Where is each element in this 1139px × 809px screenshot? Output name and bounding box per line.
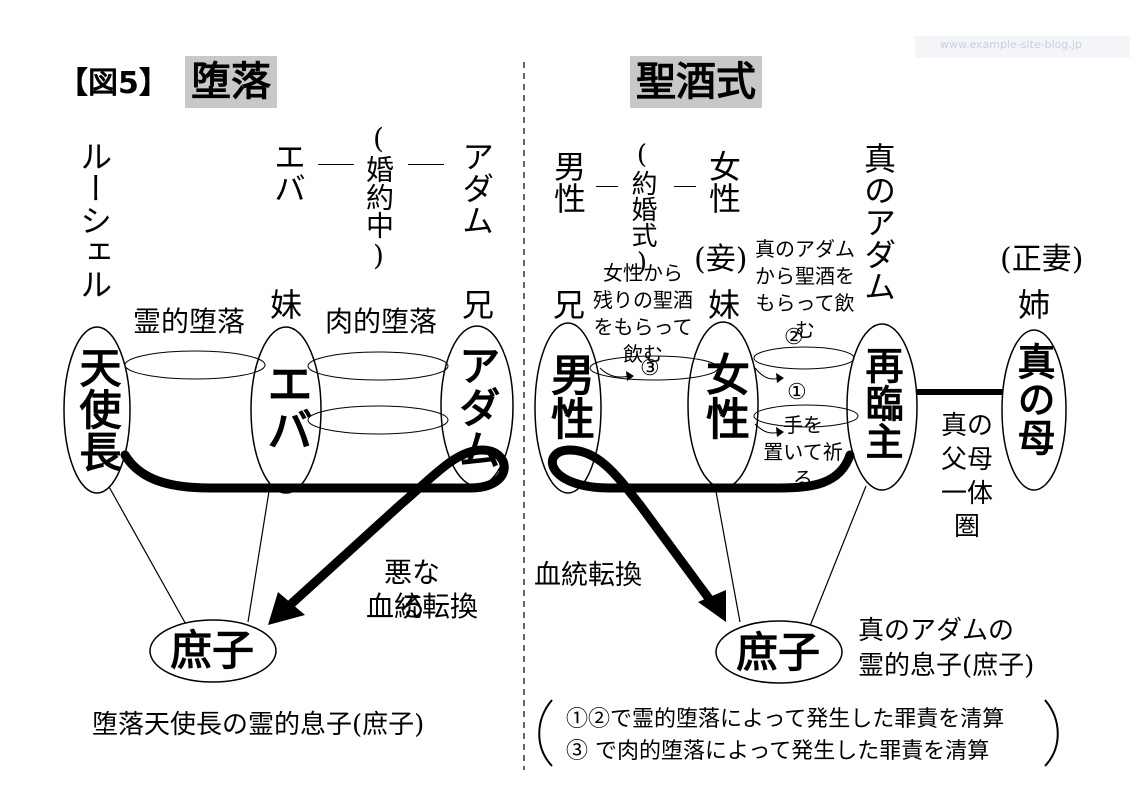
physical-fall-loop-1 [307,351,449,381]
right-arrow-head [698,590,726,622]
figure-label: 【図5】 [58,66,169,101]
hands-note: 手を 置いて祈る [760,412,846,493]
unity-line-3: 一体圏 [940,478,993,543]
watermark-box [915,36,1130,58]
female-from-note: 女性から 残りの聖酒 をもらって飲む [588,260,698,368]
eve-ellipse [250,326,322,494]
archangel-ellipse [63,326,131,494]
male-engagement-dash [596,186,618,187]
watermark-text: www.example-site-blog.jp [940,38,1082,51]
unity-line-2: 父母 [940,444,993,475]
true-adam-son-line-2: 霊的息子(庶子) [858,651,1035,682]
left-lineage-curve [120,445,509,610]
adam-text: アダム [452,344,501,470]
physical-fall-loop-2 [307,405,449,435]
older-brother-label: 兄 [462,286,495,324]
true-adam-son-line-1: 真のアダムの [858,616,1015,646]
right-child-ellipse [715,620,843,684]
lineage-change-label: 血統転換 [534,560,642,591]
eve-top-label: エバ [269,140,307,204]
unity-line-1: 真の [940,411,993,441]
evil-lineage-2: 血統転換 [366,590,479,623]
evil-lineage-1: 悪なる [383,556,440,623]
note-left-paren [538,699,553,767]
loop-2 [753,346,855,370]
third-loop [589,355,719,381]
right-child-text: 庶子 [736,628,821,677]
engagement-label: (約婚式) [627,140,657,278]
second-coming-text: 再臨主 [859,346,903,460]
spiritual-fall-label: 霊的堕落 [133,305,246,338]
adam-top-label: アダム [457,140,495,236]
right-thin-line [809,485,867,627]
loop-hands [753,404,859,428]
hands-line-1: 手を [783,413,823,437]
left-arrow-head [268,592,305,625]
right-younger-sister-label: 妹 [708,286,741,324]
archangel-text: 天使長 [73,346,122,472]
left-thin-line-eve [247,484,271,623]
unity-note: 真の 父母 一体圏 [932,410,1002,545]
from-true-adam-line-3: もらって飲む [755,291,855,342]
second-coming-ellipse [846,323,918,491]
older-sister-label: 姉 [1018,286,1051,324]
female-from-line-2: 残りの聖酒 [593,288,693,312]
hands-line-2: 置いて祈る [763,440,843,491]
num3-label: ③ [640,356,660,381]
from-true-adam-line-2: から聖酒を [755,264,855,288]
arrow-1-head [776,373,784,383]
arrow-hands-head [776,427,784,437]
from-true-adam-note: 真のアダム から聖酒を もらって飲む [755,236,855,344]
arrow-3-head [626,371,634,381]
left-thin-line-archangel [107,484,189,629]
right-thin-line-female [714,485,741,623]
concubine-label: (妾) [694,242,748,277]
note-right-paren [1044,699,1059,767]
true-mother-text: 真の母 [1011,342,1055,456]
female-top-label: 女性 [704,150,742,214]
num1-label: ① [787,380,807,405]
right-older-brother-label: 兄 [553,286,586,324]
true-adam-son-note: 真のアダムの 霊的息子(庶子) [858,614,1034,684]
right-lineage-curve [548,445,855,605]
right-title: 聖酒式 [630,56,762,108]
lucifer-label: ルーシェル [75,140,113,300]
left-caption: 堕落天使長の霊的息子(庶子) [92,710,425,740]
left-title: 堕落 [185,56,277,108]
female-from-line-3: をもらって飲む [593,315,693,366]
bottom-note-line-1: ①②で霊的堕落によって発生した罪責を清算 [566,707,1005,732]
eve-engaged-dash [318,164,354,165]
male-text: 男性 [543,352,594,440]
female-from-line-1: 女性から [603,261,683,285]
left-child-text: 庶子 [170,626,255,675]
engaged-adam-dash [408,164,444,165]
left-child-ellipse [149,619,277,683]
bottom-note: ①②で霊的堕落によって発生した罪責を清算 ③ で肉的堕落によって発生した罪責を清… [566,704,1004,768]
engaged-label: (婚約中) [362,122,395,272]
spiritual-fall-loop [124,350,266,380]
engagement-female-dash [674,186,696,187]
from-true-adam-line-1: 真のアダム [755,237,855,261]
younger-sister-label: 妹 [270,286,303,324]
eve-text: エバ [260,360,314,452]
female-text: 女性 [698,352,749,440]
bottom-note-line-2: ③ で肉的堕落によって発生した罪責を清算 [566,738,990,764]
male-top-label: 男性 [549,150,587,214]
true-wife-label: (正妻) [1000,242,1084,277]
true-adam-top-label: 真のアダム [859,142,897,302]
physical-fall-label: 肉的堕落 [325,305,438,338]
num2-label: ② [784,325,804,350]
true-mother-ellipse [1001,329,1067,491]
